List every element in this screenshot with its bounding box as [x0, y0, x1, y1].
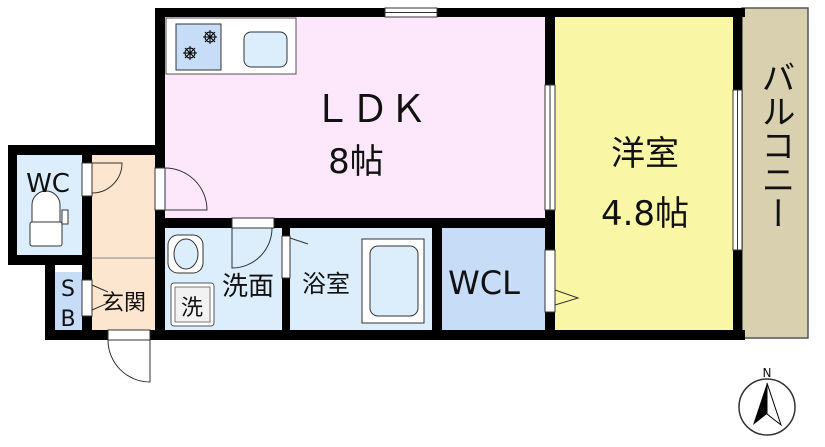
balcony-label: バルコニー: [755, 60, 795, 230]
toilet-icon: [29, 190, 69, 247]
north-compass-icon: N: [738, 366, 796, 436]
toilet-label: WC: [26, 169, 70, 199]
western-size: 4.8帖: [601, 194, 689, 234]
western-label: 洋室: [611, 134, 679, 174]
bath-label: 浴室: [302, 270, 350, 298]
western-room: [555, 17, 735, 330]
compass-label: N: [763, 366, 772, 380]
ldk-size: 8帖: [328, 142, 384, 182]
entrance-label: 玄関: [102, 291, 146, 316]
washer-icon: 洗: [170, 282, 215, 327]
shoebox-s: S: [61, 277, 75, 302]
washroom-label: 洗面: [222, 272, 274, 302]
entrance-hall: [92, 155, 155, 330]
wcl-label: WCL: [448, 264, 520, 302]
shoebox-b: B: [60, 307, 75, 332]
basin-icon: [167, 234, 204, 274]
sink-icon: [243, 31, 288, 68]
kitchen-counter: [165, 17, 297, 75]
wcl-room: [442, 228, 545, 330]
windows: [384, 7, 743, 251]
stove-burner-icon: [183, 30, 217, 60]
washer-label: 洗: [181, 296, 203, 321]
doors: [81, 162, 580, 383]
ldk-label: ＬＤＫ: [313, 87, 427, 131]
shoebox: [55, 272, 82, 330]
balcony: [741, 7, 809, 339]
